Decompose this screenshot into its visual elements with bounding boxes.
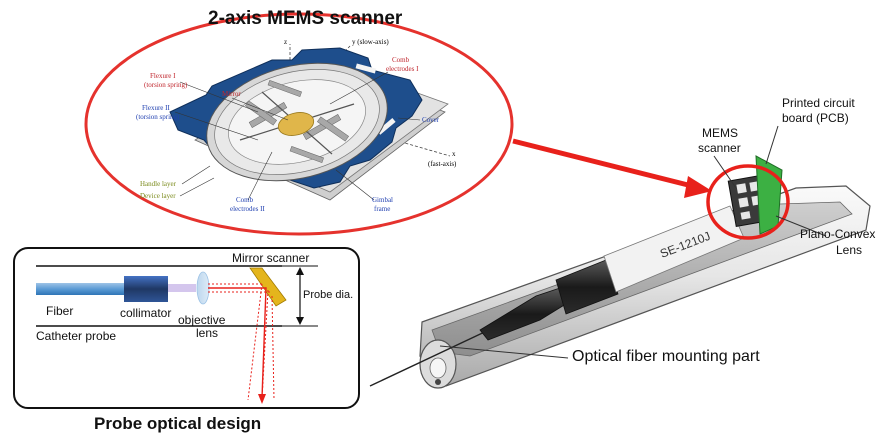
label-comb-2: Comb xyxy=(236,196,254,204)
label-flexure-2-sub: (torsion spring) xyxy=(136,113,180,121)
label-comb-1: Comb xyxy=(392,56,410,64)
label-x-axis: x xyxy=(452,150,456,158)
label-comb-1-sub: electrodes I xyxy=(386,65,419,73)
fiber-shape xyxy=(36,283,126,295)
label-fiber: Fiber xyxy=(46,304,74,318)
label-handle-layer: Handle layer xyxy=(140,180,176,188)
label-device-layer: Device layer xyxy=(140,192,176,200)
scan-beam xyxy=(208,287,267,399)
label-plano-convex-1: Plano-Convex xyxy=(800,227,876,241)
label-flexure-2: Flexure II xyxy=(142,104,170,112)
mems-mirror xyxy=(277,112,315,136)
label-mems-scanner-2: scanner xyxy=(698,141,741,155)
device-highlight-ring xyxy=(706,164,790,240)
label-mirror-scanner: Mirror scanner xyxy=(232,251,310,265)
probe-panel xyxy=(13,247,360,409)
probe-panel-title: Probe optical design xyxy=(94,414,262,433)
label-objective: objective xyxy=(178,313,226,327)
objective-lens-shape xyxy=(196,271,210,305)
mirror-scanner-shape xyxy=(249,267,287,307)
label-mirror: Mirror xyxy=(222,90,241,98)
label-flexure-1-sub: (torsion spring) xyxy=(144,81,188,89)
label-mems-scanner-1: MEMS xyxy=(702,126,738,140)
ferrule-body xyxy=(555,259,619,315)
label-catheter-probe: Catheter probe xyxy=(36,329,117,343)
mems-panel-title: 2-axis MEMS scanner xyxy=(208,8,403,29)
mems-panel xyxy=(84,12,514,236)
label-cover: Cover xyxy=(422,116,440,124)
label-pcb-1: Printed circuit xyxy=(782,96,855,110)
catheter-device: SE-1210J xyxy=(369,125,871,389)
label-flexure-1: Flexure I xyxy=(150,72,176,80)
label-y-axis: y (slow-axis) xyxy=(352,38,389,46)
label-z-axis: z xyxy=(284,38,288,46)
probe-panel-frame xyxy=(13,247,360,409)
callout-arrow xyxy=(512,138,712,198)
label-comb-2-sub: electrodes II xyxy=(230,205,265,213)
label-plano-convex-2: Lens xyxy=(836,243,863,257)
label-pcb-2: board (PCB) xyxy=(782,111,849,125)
collimator-shape xyxy=(124,276,168,302)
label-x-axis-sub: (fast-axis) xyxy=(428,160,457,168)
label-probe-dia: Probe dia. xyxy=(303,289,354,301)
label-collimator: collimator xyxy=(120,306,172,320)
label-fiber-mount: Optical fiber mounting part xyxy=(572,348,760,365)
label-gimbal: Gimbal xyxy=(372,196,393,204)
label-lens: lens xyxy=(196,326,219,340)
label-gimbal-sub: frame xyxy=(374,205,391,213)
